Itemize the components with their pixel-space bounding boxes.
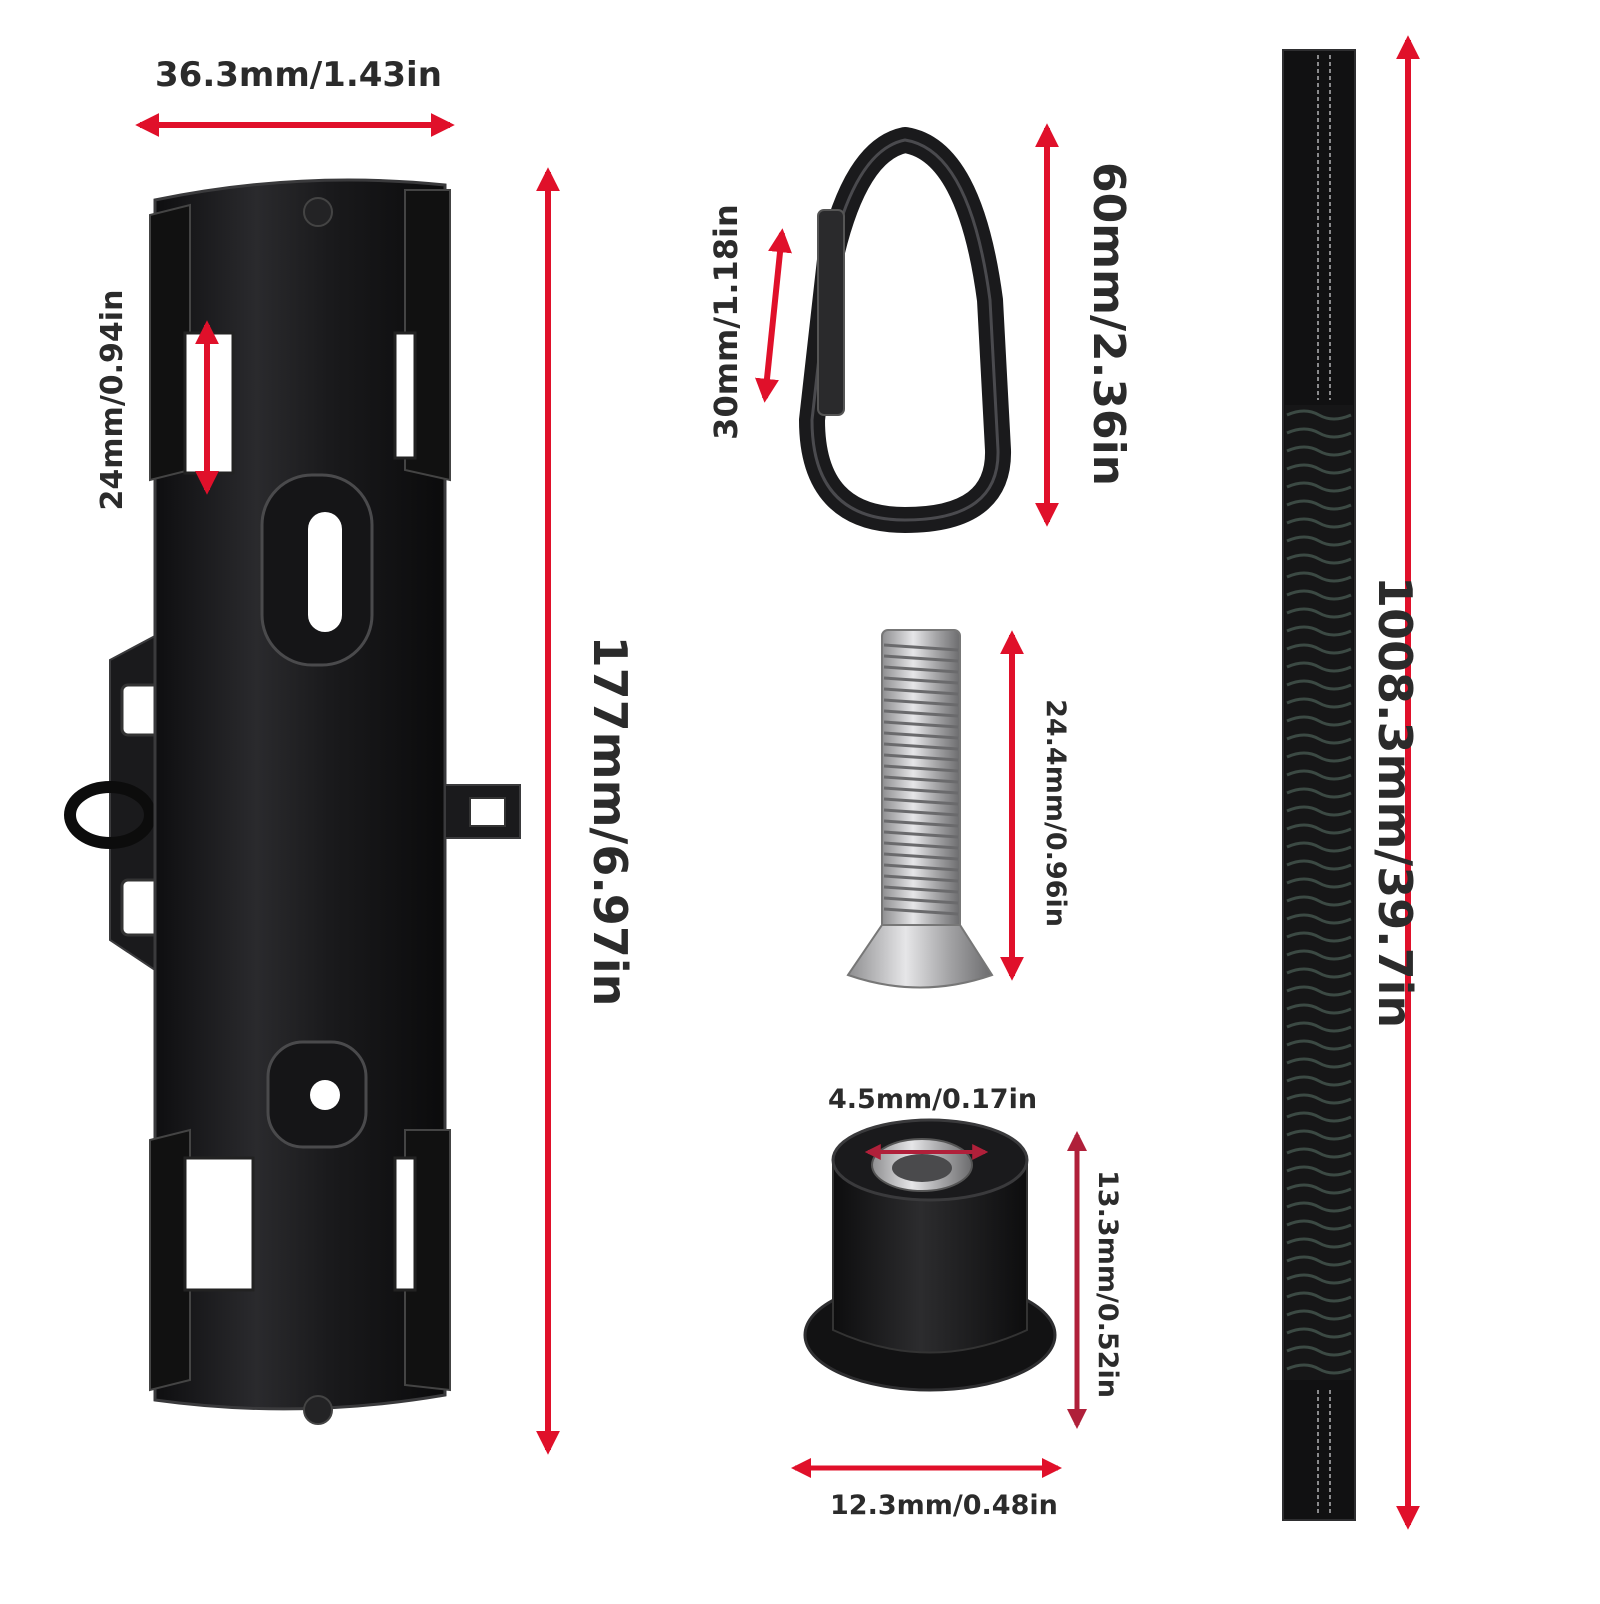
holder-length-label: 177mm/6.97in <box>583 635 637 1007</box>
strap-elastic-section <box>1285 405 1353 1380</box>
carabiner <box>799 127 1011 533</box>
elastic-strap <box>1282 49 1356 1521</box>
rubber-well-nut <box>803 1118 1057 1392</box>
fire-extinguisher-holder <box>64 178 521 1425</box>
holder-slot-label: 24mm/0.94in <box>95 289 130 511</box>
carabiner-gate-label: 30mm/1.18in <box>707 204 745 440</box>
countersunk-screw <box>846 629 994 989</box>
dimension-arrows <box>135 35 1420 1530</box>
screw-length-label: 24.4mm/0.96in <box>1040 699 1071 927</box>
strap-length-label: 1008.3mm/39.7in <box>1368 576 1422 1029</box>
carabiner-gate <box>817 209 845 416</box>
carabiner-gate-arrow <box>755 228 792 403</box>
nut-height-label: 13.3mm/0.52in <box>1092 1170 1123 1398</box>
nut-flange-label: 12.3mm/0.48in <box>830 1490 1058 1521</box>
nut-hole-label: 4.5mm/0.17in <box>828 1084 1038 1115</box>
holder-width-label: 36.3mm/1.43in <box>155 55 442 95</box>
carabiner-length-label: 60mm/2.36in <box>1083 162 1134 486</box>
bungee-loop <box>64 781 156 849</box>
